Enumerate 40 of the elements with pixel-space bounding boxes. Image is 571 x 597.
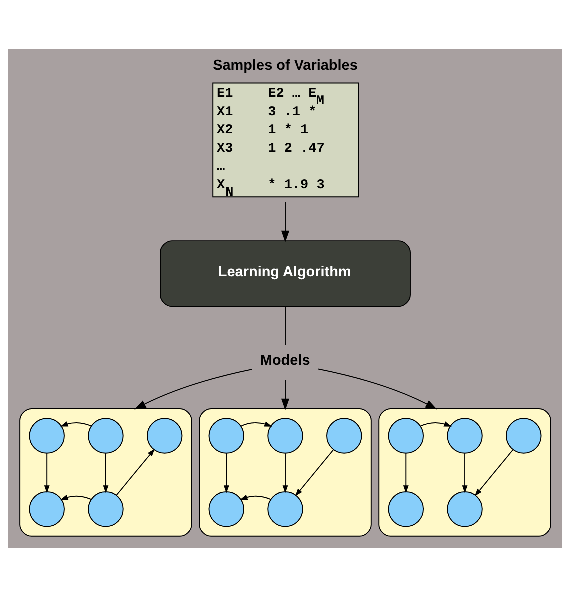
node-circle [447, 492, 483, 528]
cluster [378, 408, 552, 537]
arrow [282, 453, 288, 494]
node-circle [506, 418, 542, 454]
cluster [20, 408, 192, 537]
node-circle [268, 418, 304, 454]
node-circle [29, 492, 65, 528]
arrow [474, 450, 514, 497]
arrow [134, 369, 253, 410]
node-circle [208, 492, 244, 528]
arrow [44, 453, 50, 494]
node-box: Learning Algorithm [160, 240, 411, 308]
arrow [224, 453, 230, 494]
arrow [240, 494, 272, 500]
node-circle [88, 418, 124, 454]
node-circle [447, 418, 483, 454]
node-circle [268, 492, 304, 528]
arrow [116, 448, 155, 496]
arrow [281, 380, 290, 410]
node-circle [88, 492, 124, 528]
cluster [199, 408, 372, 537]
arrow [60, 494, 92, 500]
node-circle [388, 418, 424, 454]
node-label: Samples of Variables [213, 58, 358, 74]
connector [285, 306, 286, 346]
node-circle [208, 418, 244, 454]
arrow [403, 453, 409, 494]
arrow [60, 422, 92, 427]
node-circle [29, 418, 65, 454]
arrow [103, 453, 109, 494]
node-circle [388, 492, 424, 528]
node-circle [147, 418, 183, 454]
node-text: Models [260, 353, 310, 370]
arrow [240, 422, 272, 427]
arrow [318, 368, 438, 410]
arrow [462, 453, 468, 494]
node-circle [326, 418, 362, 454]
arrow [295, 450, 334, 497]
arrow [281, 202, 290, 243]
arrow [420, 422, 452, 427]
